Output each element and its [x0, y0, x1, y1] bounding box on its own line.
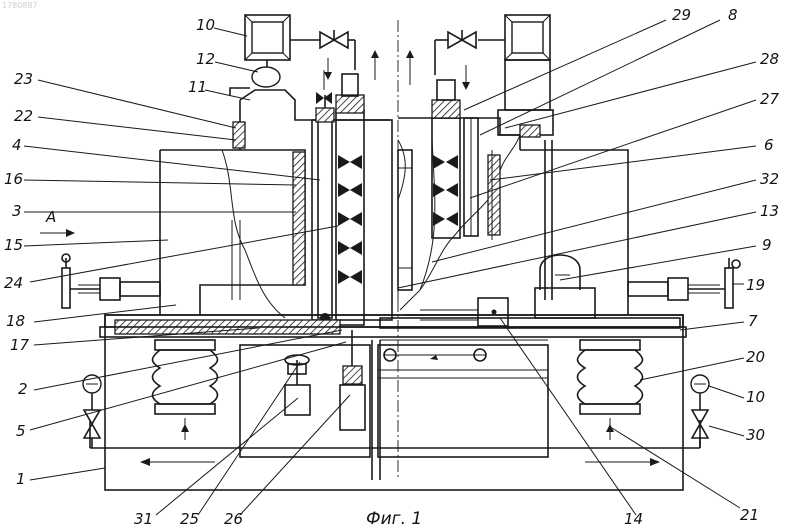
label-7: 7: [748, 312, 758, 330]
label-12: 12: [196, 50, 215, 68]
label-29: 29: [672, 6, 691, 24]
linear-drive: [405, 298, 508, 360]
label-a: A: [45, 208, 56, 226]
valve-stack-left: [338, 155, 362, 284]
valve-stack-right: [433, 155, 458, 226]
label-14: 14: [624, 510, 643, 528]
left-actuator: [62, 254, 160, 308]
label-6: 6: [764, 136, 774, 154]
label-23: 23: [14, 70, 33, 88]
right-bellows: [578, 340, 643, 440]
label-4: 4: [12, 136, 22, 154]
label-28: 28: [760, 50, 779, 68]
label-24: 24: [4, 274, 23, 292]
label-22: 22: [14, 107, 33, 125]
label-26: 26: [224, 510, 243, 528]
label-30: 30: [746, 426, 765, 444]
left-gauge-valve: [83, 375, 101, 448]
label-27: 27: [760, 90, 780, 108]
label-20: 20: [746, 348, 765, 366]
base-frame: [90, 315, 700, 490]
label-32: 32: [760, 170, 779, 188]
label-19: 19: [746, 276, 765, 294]
stage-plate: [100, 315, 686, 340]
label-2: 2: [18, 380, 28, 398]
label-25: 25: [180, 510, 199, 528]
label-13: 13: [760, 202, 779, 220]
corner-mark: 1780887: [2, 1, 38, 10]
label-1: 1: [16, 470, 26, 488]
left-bellows: [153, 340, 218, 440]
figure-caption: Фиг. 1: [366, 509, 422, 529]
label-21: 21: [740, 506, 759, 524]
central-reactor-right: [398, 15, 553, 310]
label-3: 3: [12, 202, 22, 220]
direction-a-arrow: [40, 229, 75, 237]
label-10-top: 10: [196, 16, 215, 34]
label-5: 5: [16, 422, 26, 440]
label-9: 9: [762, 236, 772, 254]
label-8: 8: [728, 6, 738, 24]
label-10-right: 10: [746, 388, 765, 406]
left-vessel: [160, 15, 390, 318]
leader-lines: [24, 20, 756, 515]
label-15: 15: [4, 236, 23, 254]
label-31: 31: [134, 510, 153, 528]
label-18: 18: [6, 312, 25, 330]
label-17: 17: [10, 336, 30, 354]
central-reactor-left: [312, 50, 392, 325]
label-16: 16: [4, 170, 23, 188]
label-11: 11: [188, 78, 207, 96]
